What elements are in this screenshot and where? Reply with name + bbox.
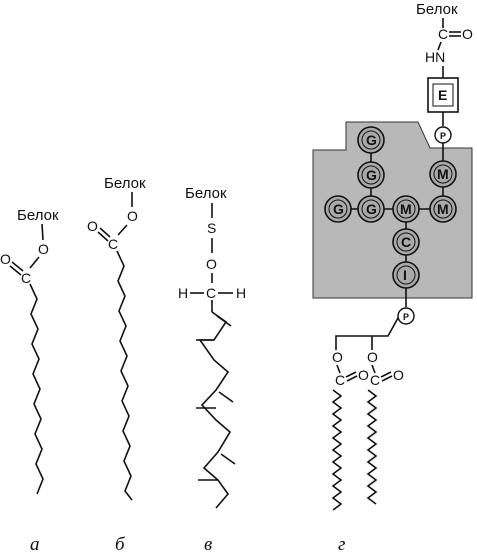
phosphate-bottom — [397, 307, 415, 325]
sugar-c: C — [392, 228, 420, 256]
carbonyl-oxygen-a: O — [0, 251, 11, 267]
sugar-i: I — [392, 261, 420, 289]
double-bond — [9, 265, 22, 276]
hydrogen-right: H — [236, 285, 246, 301]
sugar-m2: M — [392, 195, 420, 223]
double-bond — [216, 315, 232, 327]
sugar-label: M — [437, 201, 449, 217]
fatty-acid-chain-g1 — [331, 389, 343, 511]
caption-g: г — [338, 534, 345, 555]
sugar-m3: M — [429, 195, 457, 223]
double-bond — [220, 453, 236, 465]
fatty-acid-chain-g2 — [366, 389, 378, 505]
sugar-g4: G — [357, 195, 385, 223]
double-bond — [97, 231, 109, 242]
double-bond — [99, 227, 111, 238]
double-bond — [346, 375, 358, 382]
structure-v: Белок S O H C H в — [178, 185, 246, 555]
carbonyl-carbon-a: C — [21, 270, 31, 286]
structure-b: Белок O C O б — [87, 175, 146, 555]
ester-carbon-g2: C — [370, 372, 380, 388]
sugar-label: M — [437, 166, 449, 182]
protein-label-v: Белок — [185, 185, 227, 202]
bond — [41, 223, 44, 241]
bond — [336, 364, 341, 374]
ethanolamine-label: E — [438, 87, 447, 103]
oxygen-atom-v: O — [206, 256, 217, 272]
bond — [437, 41, 442, 51]
sugar-label: G — [333, 201, 344, 217]
double-bond — [381, 375, 393, 382]
phosphate-top-label: P — [440, 131, 446, 141]
carbonyl-oxygen-b: O — [87, 218, 98, 234]
sugar-label: G — [366, 201, 377, 217]
sugar-m1: M — [429, 160, 457, 188]
ester-carbonyl-oxygen-g2: O — [393, 367, 404, 383]
hydrogen-left: H — [178, 285, 188, 301]
amide-nitrogen: HN — [425, 49, 445, 65]
carbonyl-carbon-b: C — [108, 236, 118, 252]
bond — [371, 364, 376, 374]
bond — [29, 256, 40, 269]
ethanolamine-inner — [432, 83, 454, 107]
sugar-label: I — [403, 267, 407, 283]
hydrocarbon-chain-a — [29, 283, 44, 495]
sugar-label: M — [400, 201, 412, 217]
sugar-g3: G — [324, 195, 352, 223]
ester-oxygen-g1: O — [332, 349, 343, 365]
protein-label-b: Белок — [104, 175, 146, 192]
sugar-g1: G — [357, 126, 385, 154]
caption-a: а — [30, 534, 40, 555]
structure-g: Белок C O HN E P G — [312, 1, 473, 555]
isoprenoid-chain — [198, 311, 232, 509]
ester-oxygen-g2: O — [367, 349, 378, 365]
bond — [117, 224, 128, 236]
double-bond — [345, 371, 357, 378]
phosphate-bottom-label: P — [403, 312, 409, 322]
glycerol-backbone — [335, 317, 399, 350]
sugar-label: G — [366, 167, 377, 183]
double-bond — [380, 371, 392, 378]
sugar-label: G — [366, 132, 377, 148]
protein-label-a: Белок — [17, 207, 59, 224]
sulfur-atom: S — [207, 220, 216, 236]
double-bond — [218, 391, 234, 403]
double-bond — [11, 261, 24, 272]
hydrocarbon-chain-b — [116, 250, 133, 501]
protein-label-g: Белок — [416, 1, 458, 18]
ester-carbonyl-oxygen-g1: O — [358, 367, 369, 383]
caption-v: в — [204, 534, 212, 555]
methylene-carbon: C — [206, 285, 216, 301]
sugar-g2: G — [357, 161, 385, 189]
amide-oxygen: O — [462, 26, 473, 42]
structure-a: Белок O C O а — [0, 207, 59, 555]
ester-oxygen-a: O — [38, 241, 49, 257]
sugar-label: C — [401, 234, 411, 250]
caption-b: б — [115, 534, 126, 555]
amide-carbon: C — [438, 26, 448, 42]
ester-carbon-g1: C — [335, 372, 345, 388]
ester-oxygen-b: O — [127, 208, 138, 224]
